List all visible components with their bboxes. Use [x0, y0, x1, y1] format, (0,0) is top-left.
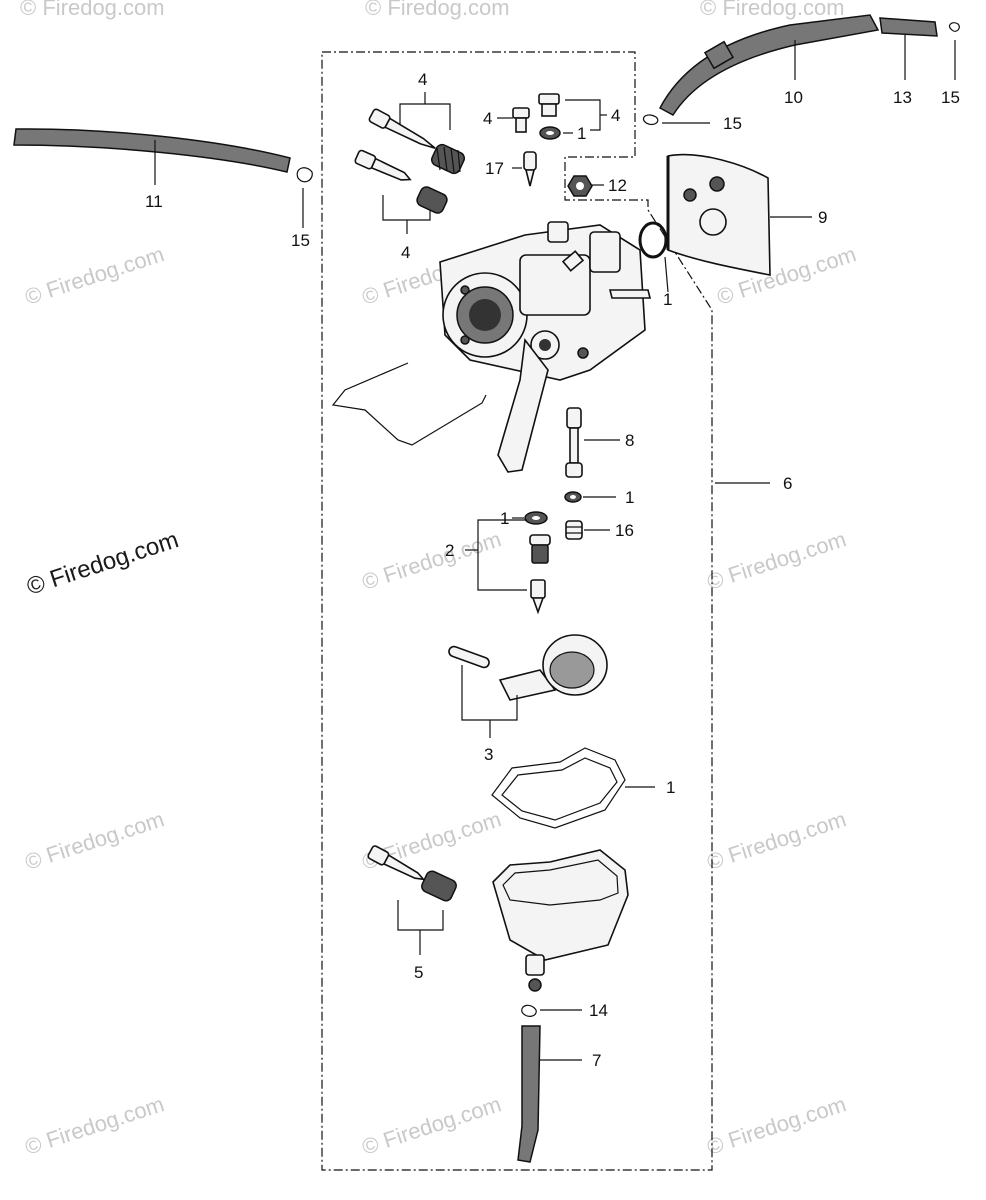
callout-3: 3 [484, 745, 493, 764]
watermark: © Firedog.com [22, 806, 167, 874]
callout-1: 1 [663, 290, 672, 309]
hose-clip [642, 114, 710, 126]
watermark: © Firedog.com [359, 526, 504, 594]
callout-17: 17 [485, 159, 504, 178]
callout-8: 8 [625, 431, 634, 450]
plug-screws [497, 93, 607, 140]
float-chamber [492, 849, 629, 992]
callout-10: 10 [784, 88, 803, 107]
hose-clip [521, 1004, 582, 1017]
callout-15: 15 [941, 88, 960, 107]
bracket [397, 900, 444, 931]
washer [564, 491, 616, 503]
bracket [399, 103, 451, 130]
callout-11: 11 [145, 192, 163, 211]
pilot-screw-set [354, 92, 466, 234]
leader-line [664, 256, 669, 293]
callout-4: 4 [611, 106, 620, 125]
carburetor-body [439, 221, 652, 473]
watermark: © Firedog.com [22, 1091, 167, 1159]
spring [430, 143, 466, 175]
callout-13: 13 [893, 88, 912, 107]
callout-5: 5 [414, 963, 423, 982]
callout-4: 4 [418, 70, 427, 89]
needle-jet [512, 151, 537, 187]
pilot-screw [368, 108, 436, 150]
callout-15: 15 [723, 114, 742, 133]
hose-sleeve [879, 17, 938, 80]
callout-12: 12 [608, 176, 627, 195]
callout-6: 6 [783, 474, 792, 493]
float-chamber-gasket [491, 747, 655, 829]
throttle-stop-screw [354, 149, 412, 181]
callout-15: 15 [291, 231, 310, 250]
insulator-plate [666, 153, 812, 276]
watermark-main: © Firedog.com [24, 526, 182, 600]
watermark: © Firedog.com [22, 241, 167, 309]
callout-4: 4 [401, 243, 410, 262]
drain-tube [517, 1025, 582, 1163]
hose-clip [948, 22, 960, 80]
float-valve-set [465, 511, 551, 615]
watermark: © Firedog.com [704, 1091, 849, 1159]
main-jet [565, 520, 610, 540]
float-assembly [448, 634, 608, 738]
watermark: © Firedog.com [700, 0, 845, 20]
spring [416, 186, 448, 214]
fuel-hose [658, 14, 880, 116]
callout-4: 4 [483, 109, 492, 128]
watermark: © Firedog.com [359, 1091, 504, 1159]
bracket [477, 519, 527, 591]
callout-1: 1 [500, 509, 509, 528]
callout-2: 2 [445, 541, 454, 560]
callout-14: 14 [589, 1001, 608, 1020]
air-screw-set [367, 845, 457, 955]
assembly-boundary [321, 51, 713, 1171]
callout-1: 1 [625, 488, 634, 507]
callout-1: 1 [666, 778, 675, 797]
callout-9: 9 [818, 208, 827, 227]
drain-hose [13, 128, 291, 185]
watermark: © Firedog.com [365, 0, 510, 20]
wire-link [331, 362, 487, 446]
callout-7: 7 [592, 1051, 601, 1070]
watermark: © Firedog.com [20, 0, 165, 20]
watermark: © Firedog.com [704, 806, 849, 874]
callout-1: 1 [577, 124, 586, 143]
nut [567, 175, 604, 197]
o-ring [638, 221, 669, 293]
hose-clip [296, 167, 313, 228]
callout-16: 16 [615, 521, 634, 540]
watermark: © Firedog.com [704, 526, 849, 594]
needle-jet-holder [565, 407, 620, 478]
